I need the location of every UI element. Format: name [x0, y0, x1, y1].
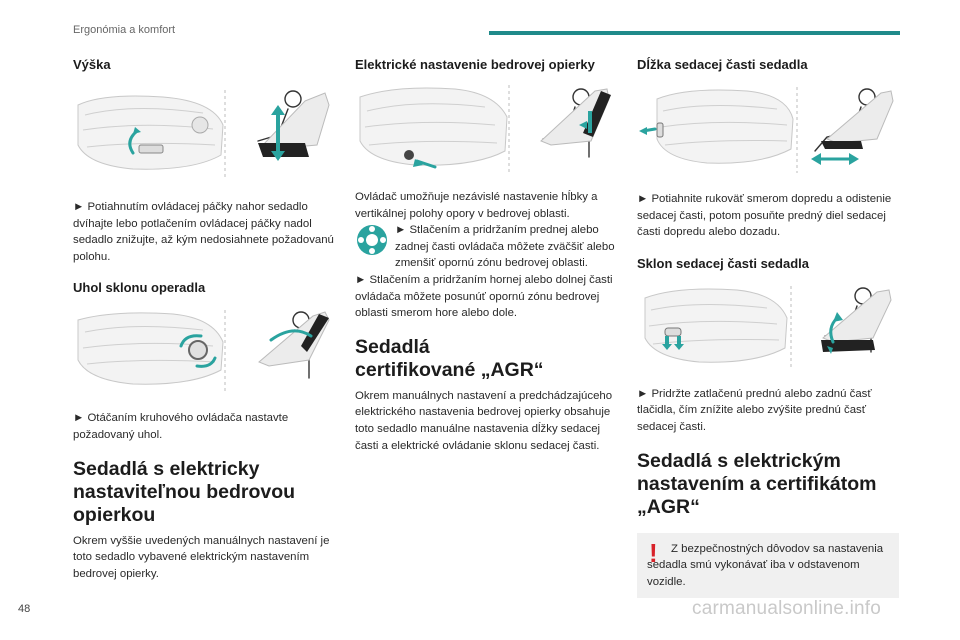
lumbar-control-icon: [355, 223, 389, 258]
column-3: Dĺžka sedacej časti sedadla ► Potiahnite…: [637, 56, 899, 599]
heading-agr-elec: Sedadlá s elektrickým nastavením a certi…: [637, 449, 877, 518]
text-sklon: ► Pridržte zatlačenú prednú alebo zadnú …: [637, 387, 872, 433]
heading-bedrova: Elektrické nastavenie bedrovej opierky: [355, 57, 595, 72]
text-dlzka: ► Potiahnite rukoväť smerom dopredu a od…: [637, 193, 892, 239]
figure-backrest-angle: [77, 310, 330, 393]
figure-seat-tilt: [644, 285, 892, 370]
warning-exclamation-icon: !: [649, 537, 658, 568]
heading-vyska: Výška: [73, 57, 111, 72]
figure-seat-length: [639, 87, 894, 173]
warning-text: Z bezpečnostných dôvodov sa nastavenia s…: [647, 542, 884, 588]
column-2: Elektrické nastavenie bedrovej opierky O…: [355, 56, 617, 454]
text-bedrova-2: ► Stlačením a pridržaním prednej alebo z…: [395, 224, 615, 270]
column-1: Výška ► Potiahnutím ovládacej páčky naho…: [73, 56, 335, 582]
heading-uhol: Uhol sklonu operadla: [73, 280, 206, 296]
text-vyska: ► Potiahnutím ovládacej páčky nahor seda…: [73, 201, 334, 263]
text-elektricky: Okrem vyššie uvedených manuálnych nastav…: [73, 534, 330, 580]
lumbar-control-paragraph: ► Stlačením a pridržaním prednej alebo z…: [355, 222, 617, 272]
header-section-title: Ergonómia a komfort: [73, 24, 176, 36]
text-agr: Okrem manuálnych nastavení a predchádzaj…: [355, 389, 613, 452]
watermark: carmanualsonline.info: [692, 598, 882, 619]
heading-sklon: Sklon sedacej časti sedadla: [637, 255, 809, 271]
page-number: 48: [18, 603, 31, 615]
heading-elektricky: Sedadlá s elektricky nastaviteľnou bedro…: [73, 457, 296, 526]
heading-dlzka: Dĺžka sedacej časti sedadla: [637, 57, 808, 72]
header-accent-bar: [489, 31, 900, 35]
warning-box: ! Z bezpečnostných dôvodov sa nastavenia…: [637, 532, 899, 599]
figure-lumbar-support: [359, 85, 611, 175]
text-uhol: ► Otáčaním kruhového ovládača nastavte p…: [73, 412, 289, 441]
text-bedrova-3: ► Stlačením a pridržaním hornej alebo do…: [355, 273, 613, 320]
figure-seat-height: [77, 90, 330, 180]
text-bedrova-1: Ovládač umožňuje nezávislé nastavenie hĺ…: [355, 191, 598, 220]
heading-agr: Sedadlá certifikované „AGR“: [355, 335, 544, 381]
